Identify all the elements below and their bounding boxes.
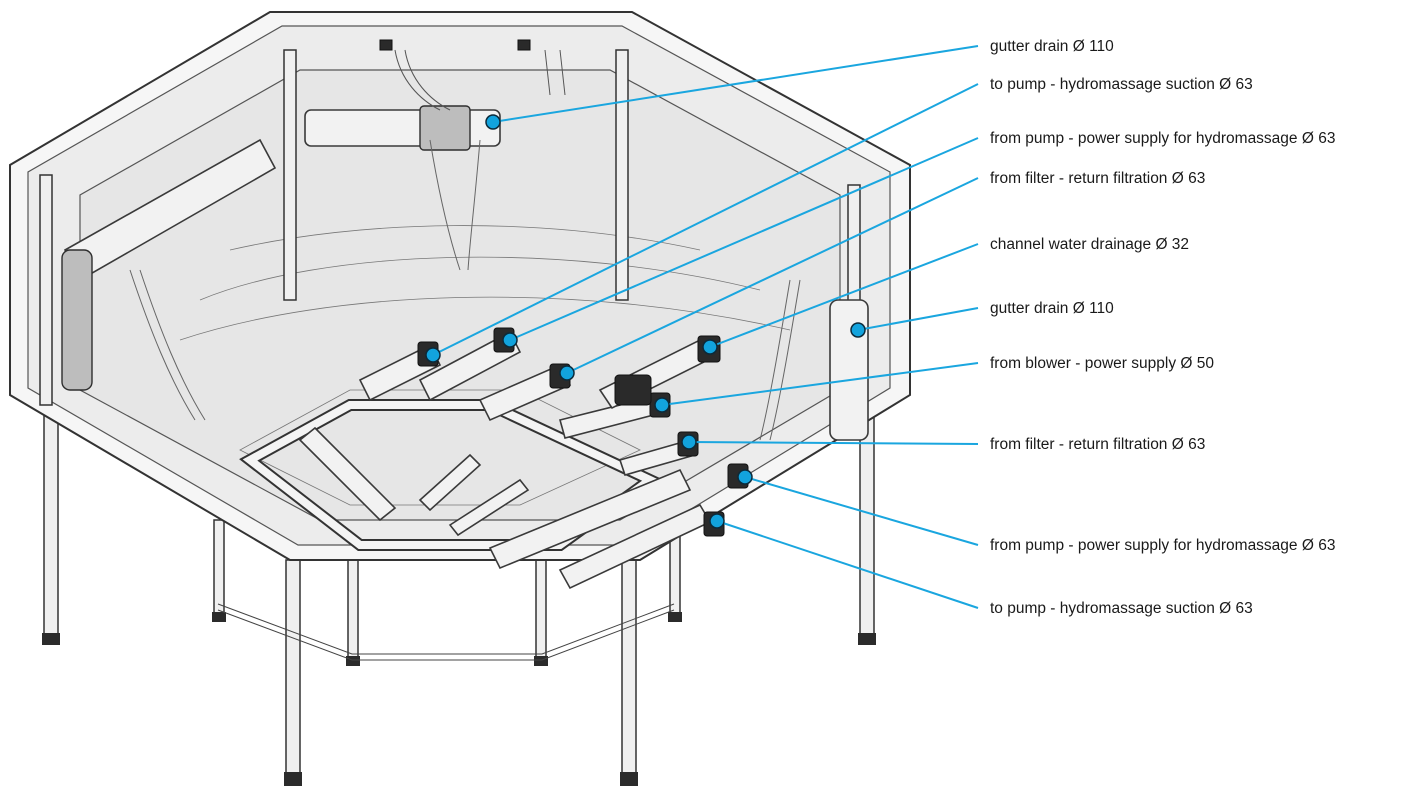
callout-label-c3: from pump - power supply for hydromassag… (990, 130, 1335, 147)
leader-line-c7 (661, 362, 979, 406)
marker-c1 (485, 114, 501, 130)
leader-line-c3 (509, 137, 979, 341)
callout-label-c6: gutter drain Ø 110 (990, 300, 1114, 317)
leader-line-c10 (716, 520, 979, 609)
callout-label-c9: from pump - power supply for hydromassag… (990, 537, 1335, 554)
leader-line-c2 (432, 83, 979, 356)
leader-line-c8 (688, 441, 979, 445)
leader-line-c6 (857, 307, 979, 331)
marker-c4 (559, 365, 575, 381)
leader-line-c9 (744, 476, 979, 546)
callout-label-c1: gutter drain Ø 110 (990, 38, 1114, 55)
callout-label-c2: to pump - hydromassage suction Ø 63 (990, 76, 1253, 93)
callout-markers (425, 114, 866, 529)
manifold-ring (239, 399, 712, 590)
callout-label-c8: from filter - return filtration Ø 63 (990, 436, 1205, 453)
callout-label-c4: from filter - return filtration Ø 63 (990, 170, 1205, 187)
marker-c5 (702, 339, 718, 355)
leader-line-c4 (566, 177, 979, 374)
callout-label-c10: to pump - hydromassage suction Ø 63 (990, 600, 1253, 617)
marker-c2 (425, 347, 441, 363)
marker-c8 (681, 434, 697, 450)
gutter-pipes (61, 105, 869, 441)
marker-c6 (850, 322, 866, 338)
hose-bundles (129, 49, 801, 441)
callout-leaders (432, 45, 979, 609)
marker-c3 (502, 332, 518, 348)
marker-c10 (709, 513, 725, 529)
lower-frame (217, 603, 675, 661)
leader-line-c1 (492, 45, 979, 123)
spa-drawing (9, 11, 911, 786)
leader-line-c5 (709, 243, 979, 348)
support-legs (42, 394, 876, 786)
callout-label-c7: from blower - power supply Ø 50 (990, 355, 1214, 372)
callout-labels: gutter drain Ø 110 to pump - hydromassag… (990, 38, 1335, 617)
callout-label-c5: channel water drainage Ø 32 (990, 236, 1189, 253)
marker-c9 (737, 469, 753, 485)
marker-c7 (654, 397, 670, 413)
